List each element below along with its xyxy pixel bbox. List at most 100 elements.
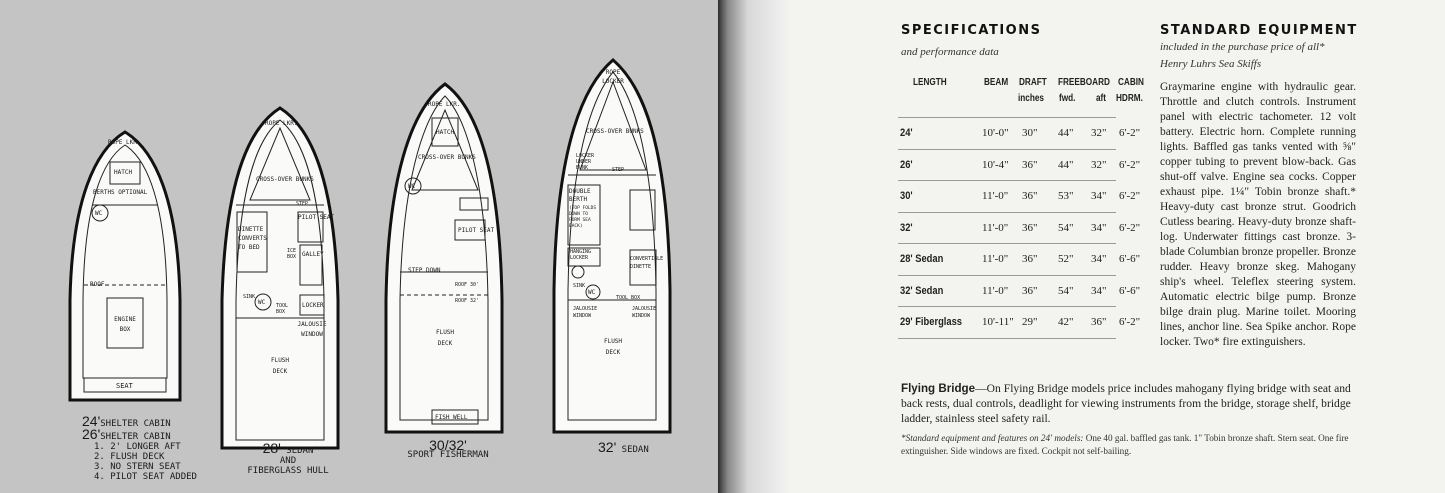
b32-locker-under-bunk-label: LOCKER UNDER BUNK bbox=[576, 153, 595, 171]
table-cell-length: 30' bbox=[900, 190, 913, 202]
table-cell-hdrm: 6'-2" bbox=[1119, 127, 1141, 139]
b30-fish-well-label: FISH WELL bbox=[435, 414, 468, 421]
caption-24-size: 24' bbox=[82, 413, 101, 429]
b28-jalousie-label: JALOUSIE WINDOW bbox=[297, 321, 327, 338]
table-row-divider bbox=[898, 211, 1116, 213]
col-draft: DRAFT bbox=[1019, 77, 1047, 88]
b28-wc-label: WC bbox=[258, 299, 266, 306]
col-draft-unit: inches bbox=[1018, 93, 1044, 104]
table-cell-draft: 36" bbox=[1022, 158, 1038, 171]
table-row-divider bbox=[898, 148, 1116, 150]
table-cell-length: 28' Sedan bbox=[900, 253, 944, 265]
caption-26-note-3: 3. NO STERN SEAT bbox=[94, 462, 181, 472]
caption-32: 32' SEDAN bbox=[598, 439, 678, 455]
b28-sink-label: SINK bbox=[243, 294, 256, 300]
table-cell-aft: 32" bbox=[1091, 158, 1107, 171]
b32-step-label: STEP bbox=[612, 167, 625, 173]
table-cell-aft: 34" bbox=[1091, 253, 1107, 265]
b32-toolbox-label: TOOL BOX bbox=[616, 295, 641, 301]
b28-pilot-seat-label: PILOT SEAT bbox=[298, 214, 335, 221]
table-cell-aft: 34" bbox=[1091, 221, 1107, 234]
b30-rope-locker-label: ROPE LKR. bbox=[428, 101, 461, 108]
table-cell-beam: 11'-0" bbox=[982, 284, 1009, 297]
b30-bunks-label: CROSS-OVER BUNKS bbox=[418, 154, 476, 161]
caption-24-name: SHELTER CABIN bbox=[100, 419, 171, 429]
b24-roof-label: ROOF bbox=[90, 281, 105, 288]
hull-30-outline bbox=[384, 82, 504, 434]
b32-sink-label: SINK bbox=[573, 283, 586, 289]
caption-28-size: 28' bbox=[262, 440, 281, 456]
b28-locker-label: LOCKER bbox=[302, 302, 324, 309]
table-cell-aft: 32" bbox=[1091, 127, 1107, 139]
table-cell-aft: 34" bbox=[1091, 190, 1107, 202]
table-row-divider bbox=[898, 243, 1116, 244]
specifications-title: SPECIFICATIONS bbox=[901, 23, 1042, 38]
b32-double-berth-label: DOUBLE BERTH bbox=[569, 188, 591, 203]
caption-28: 28' SEDAN AND FIBERGLASS HULL bbox=[238, 440, 338, 476]
caption-26-note-1: 1. 2' LONGER AFT bbox=[94, 442, 181, 452]
b28-galley-label: GALLEY bbox=[302, 251, 324, 258]
col-freeboard: FREEBOARD bbox=[1058, 77, 1110, 88]
caption-30-size: 30/32' bbox=[429, 437, 467, 453]
caption-30-name: SPORT FISHERMAN bbox=[407, 450, 489, 460]
table-cell-fwd: 44" bbox=[1058, 158, 1074, 171]
caption-26-note-2: 2. FLUSH DECK bbox=[94, 452, 165, 462]
b24-hatch-label: HATCH bbox=[114, 169, 133, 176]
b28-icebox-label: ICE BOX bbox=[287, 248, 297, 260]
caption-28-name: SEDAN bbox=[286, 446, 314, 456]
equipment-subtitle-2: Henry Luhrs Sea Skiffs bbox=[1160, 58, 1262, 70]
table-cell-fwd: 54" bbox=[1058, 284, 1074, 297]
b32-jalousie-left-label: JALOUSIE WINDOW bbox=[573, 306, 598, 319]
b30-pilot-seat-label: PILOT SEAT bbox=[458, 227, 495, 234]
table-cell-beam: 11'-0" bbox=[982, 221, 1009, 234]
caption-32-size: 32' bbox=[598, 439, 617, 455]
col-fwd: fwd. bbox=[1059, 93, 1076, 104]
caption-26-note-4: 4. PILOT SEAT ADDED bbox=[94, 472, 197, 482]
table-row-divider bbox=[898, 306, 1116, 307]
table-cell-fwd: 53" bbox=[1058, 190, 1074, 202]
table-cell-length: 26' bbox=[900, 158, 913, 171]
b32-bunks-label: CROSS-OVER BUNKS bbox=[586, 128, 644, 135]
hull-32-outline bbox=[552, 58, 672, 434]
b30-flush-deck-label: FLUSH DECK bbox=[435, 329, 455, 347]
boat-floor-plans bbox=[68, 58, 672, 450]
table-cell-length: 29' Fiberglass bbox=[900, 316, 962, 328]
caption-24-26: 24'SHELTER CABIN 26'SHELTER CABIN 1. 2' … bbox=[82, 413, 212, 482]
table-cell-length: 24' bbox=[900, 127, 913, 139]
table-cell-fwd: 42" bbox=[1058, 316, 1074, 328]
b32-jalousie-right-label: JALOUSIE WINDOW bbox=[632, 306, 657, 319]
table-cell-fwd: 44" bbox=[1058, 127, 1074, 139]
table-cell-beam: 11'-0" bbox=[982, 253, 1009, 265]
caption-26-size: 26' bbox=[82, 426, 101, 442]
table-row-divider bbox=[898, 180, 1116, 181]
b30-wc-label: WC bbox=[408, 183, 416, 190]
caption-28-hull: FIBERGLASS HULL bbox=[247, 466, 329, 476]
equipment-subtitle-1: included in the purchase price of all* bbox=[1160, 41, 1325, 53]
b32-hanging-locker-label: HANGING LOCKER bbox=[570, 249, 592, 261]
table-cell-draft: 36" bbox=[1022, 284, 1038, 297]
table-row-divider bbox=[898, 117, 1116, 118]
table-cell-draft: 36" bbox=[1022, 253, 1038, 265]
table-cell-hdrm: 6'-6" bbox=[1119, 253, 1141, 265]
b24-seat-label: SEAT bbox=[116, 382, 133, 390]
b28-rope-locker-label: ROPE LKR. bbox=[265, 120, 298, 127]
b30-roof32-label: ROOF 32' bbox=[455, 298, 480, 304]
table-cell-draft: 29" bbox=[1022, 316, 1038, 328]
table-cell-hdrm: 6'-2" bbox=[1119, 190, 1141, 202]
table-cell-draft: 36" bbox=[1022, 221, 1038, 234]
col-length: LENGTH bbox=[913, 77, 947, 88]
caption-32-name: SEDAN bbox=[621, 445, 649, 455]
col-cabin: CABIN bbox=[1118, 77, 1144, 88]
b24-engine-box-label: ENGINE BOX bbox=[114, 316, 136, 333]
table-cell-beam: 10'-4" bbox=[982, 158, 1009, 171]
table-cell-hdrm: 6'-2" bbox=[1119, 316, 1141, 328]
table-cell-fwd: 52" bbox=[1058, 253, 1074, 265]
table-cell-draft: 30" bbox=[1022, 127, 1038, 139]
table-cell-aft: 34" bbox=[1091, 284, 1107, 297]
equipment-title: STANDARD EQUIPMENT bbox=[1160, 23, 1358, 38]
b32-dinette-label: CONVERTIBLE DINETTE bbox=[630, 256, 664, 270]
table-row-divider bbox=[898, 274, 1116, 276]
right-page bbox=[790, 0, 1445, 493]
b30-roof30-label: ROOF 30' bbox=[455, 282, 480, 288]
b32-wc-label: WC bbox=[588, 289, 596, 296]
